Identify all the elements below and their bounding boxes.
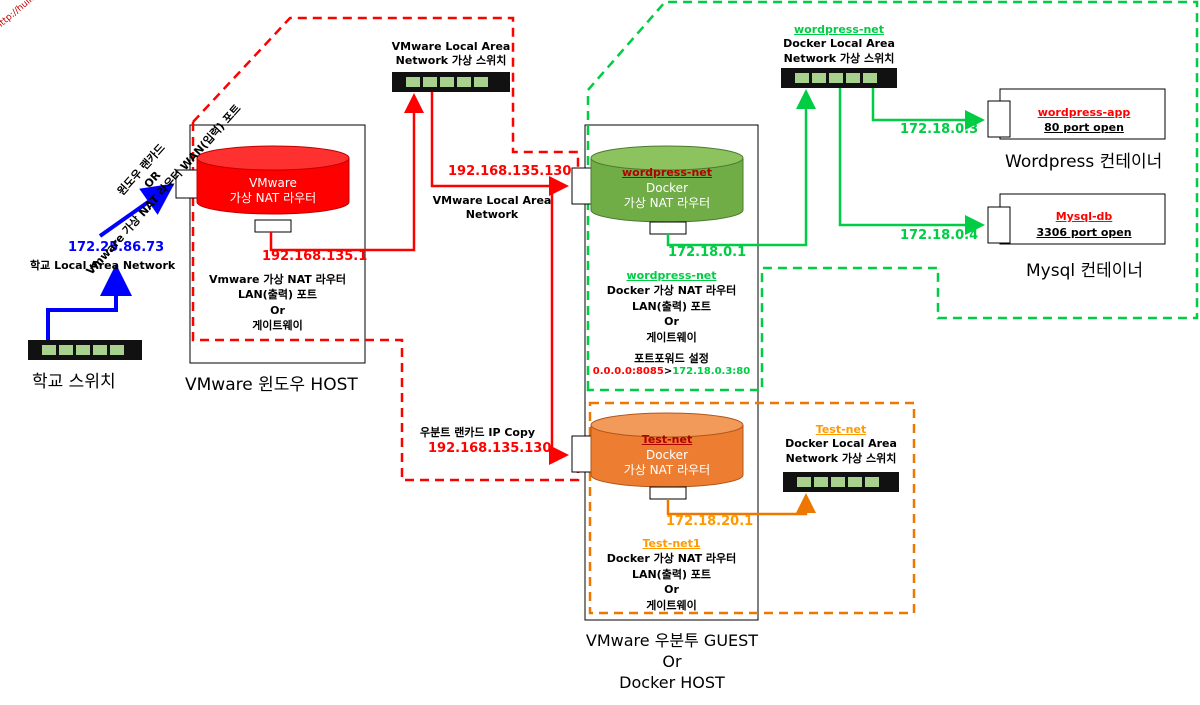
- wordpress-net-desc: wordpress-net Docker 가상 NAT 라우터 LAN(출력) …: [585, 268, 758, 345]
- blue-link-school: [46, 264, 132, 340]
- red-dashed-boundary: [191, 16, 580, 482]
- port-forward-title: 포트포워드 설정: [634, 352, 709, 365]
- test-desc-2: LAN(출력) 포트: [631, 567, 712, 581]
- host-lan-desc: Vmware 가상 NAT 라우터 LAN(출력) 포트 Or 게이트웨이: [190, 272, 365, 334]
- wp-switch-line-1: Docker Local Area: [783, 37, 895, 51]
- orange-link-gateway-to-switch: [666, 493, 816, 516]
- blue-link-host-wan: [98, 183, 175, 238]
- guest-lan-line-2: Network: [465, 208, 519, 222]
- vmware-switch: [392, 72, 510, 92]
- port-forward-rule: 0.0.0.0:8085>172.18.0.3:80: [585, 366, 758, 377]
- guest-box: [584, 124, 759, 621]
- guest-label-line-2: Or: [662, 651, 682, 671]
- mysql-container-label: Mysql 컨테이너: [1026, 261, 1144, 281]
- wp-switch-line-2: Network 가상 스위치: [783, 51, 895, 65]
- vmware-switch-line-1: VMware Local Area: [391, 40, 511, 53]
- test-router-lan-port: [649, 486, 687, 500]
- host-lan-ip: 192.168.135.1: [262, 249, 368, 264]
- wordpress-net-switch: [781, 68, 897, 88]
- copy-ip: 192.168.135.130: [428, 441, 552, 456]
- wordpress-net-switch-label: wordpress-net Docker Local Area Network …: [770, 23, 908, 66]
- wordpress-container-box: [999, 88, 1166, 140]
- school-lan-label: 학교 Local Area Network: [30, 259, 176, 272]
- test-switch-name: Test-net: [815, 423, 867, 436]
- test-switch-line-1: Docker Local Area: [785, 437, 897, 451]
- vmware-switch-line-2: Network 가상 스위치: [395, 54, 507, 68]
- vmware-router-subtitle: 가상 NAT 라우터: [229, 191, 317, 205]
- test-gateway-ip: 172.18.20.1: [666, 514, 754, 529]
- wordpress-net-router-line-2: 가상 NAT 라우터: [623, 196, 711, 210]
- wordpress-container-port: [987, 100, 1011, 138]
- wordpress-desc-3: Or: [664, 315, 679, 329]
- green-link-switch-to-wordpress: [871, 88, 985, 130]
- guest-lan-label: VMware Local Area Network: [428, 194, 556, 223]
- test-net-desc: Test-net1 Docker 가상 NAT 라우터 LAN(출력) 포트 O…: [585, 536, 758, 613]
- host-desc-1: Vmware 가상 NAT 라우터: [209, 273, 346, 286]
- test-switch-line-2: Network 가상 스위치: [785, 451, 897, 465]
- port-forward-from: 0.0.0.0:8085: [592, 366, 664, 377]
- wordpress-router-lan-port: [649, 221, 687, 235]
- mysql-container-ip: 172.18.0.4: [900, 228, 979, 243]
- green-link-gateway-to-switch: [666, 89, 816, 247]
- test-net-router-line-2: 가상 NAT 라우터: [623, 463, 711, 477]
- wordpress-net-router: [590, 145, 744, 223]
- wordpress-desc-4: 게이트웨이: [646, 330, 697, 344]
- vmware-nat-router: [196, 145, 350, 215]
- school-ip: 172.25.86.73: [68, 240, 165, 255]
- test-net-router: [590, 412, 744, 488]
- test-net-switch: [783, 472, 899, 492]
- green-link-switch-to-mysql: [838, 88, 985, 235]
- wp-switch-name: wordpress-net: [794, 23, 884, 36]
- test-desc-1: Docker 가상 NAT 라우터: [606, 552, 737, 566]
- host-desc-3: Or: [270, 303, 285, 317]
- red-link-host-to-switch: [269, 93, 424, 252]
- guest-label-line-3: Docker HOST: [619, 672, 725, 692]
- test-net-router-line-1: Docker: [645, 448, 689, 462]
- test-desc-3: Or: [664, 583, 679, 597]
- guest-lan-line-1: VMware Local Area: [432, 194, 552, 207]
- mysql-container-port: [987, 206, 1011, 244]
- host-box: [189, 124, 366, 364]
- guest-label: VMware 우분투 GUEST Or Docker HOST: [560, 631, 784, 693]
- guest-label-line-1: VMware 우분투 GUEST: [585, 631, 759, 650]
- vmware-switch-label: VMware Local Area Network 가상 스위치: [380, 40, 522, 69]
- port-forward-arrow: >: [663, 366, 673, 377]
- wordpress-desc-2: LAN(출력) 포트: [631, 299, 712, 313]
- wordpress-desc-1: Docker 가상 NAT 라우터: [606, 284, 737, 298]
- red-link-copy: [549, 190, 569, 465]
- mysql-container-port-text: 3306 port open: [1036, 226, 1132, 239]
- mysql-container-name: Mysql-db: [1055, 210, 1113, 223]
- wordpress-container-ip: 172.18.0.3: [900, 122, 979, 137]
- guest-ip: 192.168.135.130: [448, 164, 572, 179]
- wordpress-net-router-line-1: Docker: [645, 181, 689, 195]
- test-desc-name: Test-net1: [642, 537, 701, 550]
- orange-dashed-boundary: [588, 401, 916, 615]
- vmware-router-lan-port: [254, 219, 292, 233]
- wordpress-container-label: Wordpress 컨테이너: [1005, 152, 1163, 172]
- host-desc-2: LAN(출력) 포트: [237, 288, 318, 302]
- port-forward-to: 172.18.0.3:80: [672, 366, 751, 377]
- vmware-router-title: VMware: [249, 176, 297, 190]
- school-switch-label: 학교 스위치: [32, 372, 116, 392]
- host-label: VMware 윈도우 HOST: [185, 375, 358, 395]
- test-net-router-name: Test-net: [641, 433, 693, 446]
- test-desc-4: 게이트웨이: [646, 598, 697, 612]
- school-switch: [28, 340, 142, 360]
- wordpress-gateway-ip: 172.18.0.1: [668, 245, 747, 260]
- wordpress-container-port-text: 80 port open: [1044, 121, 1124, 134]
- red-link-switch-to-guest: [430, 92, 569, 196]
- host-desc-4: 게이트웨이: [252, 319, 303, 333]
- test-net-switch-label: Test-net Docker Local Area Network 가상 스위…: [772, 423, 910, 466]
- mysql-container-box: [999, 193, 1166, 245]
- wordpress-desc-name: wordpress-net: [626, 269, 717, 282]
- wordpress-container-name: wordpress-app: [1037, 106, 1131, 119]
- copy-label: 우분트 랜카드 IP Copy: [420, 426, 536, 439]
- wordpress-net-router-name: wordpress-net: [622, 166, 712, 179]
